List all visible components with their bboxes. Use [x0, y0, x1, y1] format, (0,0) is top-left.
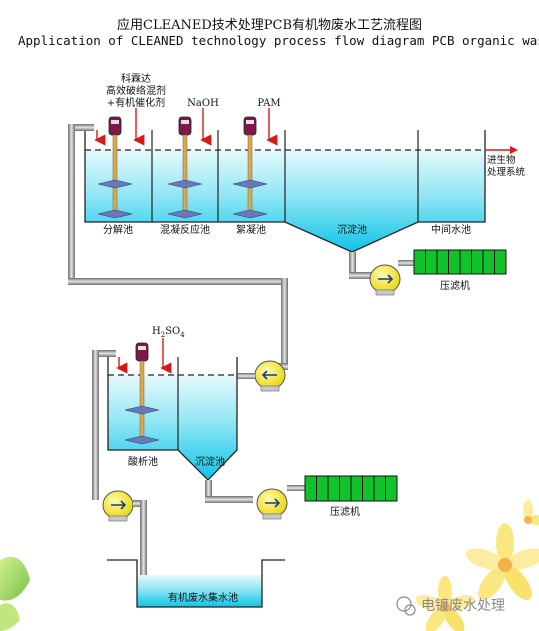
label-filter-press-lower: 压滤机 [330, 505, 360, 518]
watermark-text: 电镀废水处理 [421, 597, 505, 614]
collect-tank-outline [107, 559, 285, 608]
inlet-pipe-v [68, 124, 75, 284]
collect-water [137, 575, 262, 607]
label-middle-tank: 中间水池 [431, 223, 471, 236]
label-kelinda-3: +有机催化剂 [107, 96, 165, 109]
outlet-arrow-head [510, 146, 518, 154]
filter-press-lower [304, 475, 398, 502]
press-feed-pipe [398, 260, 414, 266]
label-to-bio-1: 进生物 [487, 154, 516, 166]
filter-press-upper [413, 249, 507, 275]
pump-upper [369, 264, 401, 296]
lower-tank-outline [107, 357, 238, 481]
label-naoh: NaOH [187, 98, 219, 109]
label-kelinda-1: 科霖达 [121, 72, 151, 85]
label-acid-tank: 酸析池 [128, 455, 158, 468]
inlet-pipe-h [68, 124, 94, 131]
transfer-pipes [68, 278, 288, 392]
wechat-watermark: 电镀废水处理 [396, 596, 505, 616]
decorative-flower-icon [0, 500, 539, 631]
settle-outlet-pipe [349, 252, 356, 278]
label-settle-tank-upper: 沉淀池 [337, 223, 367, 236]
mixer-floc [232, 116, 268, 219]
label-collect-tank: 有机废水集水池 [168, 591, 238, 604]
wechat-icon [396, 596, 412, 612]
label-kelinda-2: 高效破络混剂 [106, 84, 166, 97]
mixer-acid [124, 342, 160, 445]
label-filter-press-upper: 压滤机 [440, 279, 470, 292]
label-floc-tank: 絮凝池 [236, 223, 266, 236]
title-english: Application of CLEANED technology proces… [18, 33, 539, 48]
lower-treatment-line: H2SO4 [92, 326, 398, 608]
label-coag-react-tank: 混凝反应池 [160, 223, 210, 236]
upper-treatment-line: 科霖达 高效破络混剂 +有机催化剂 NaOH PAM 分解池 混凝反应池 絮凝池… [68, 72, 526, 296]
label-h2so4: H2SO4 [152, 326, 185, 339]
label-to-bio-2: 处理系统 [487, 166, 526, 178]
mixer-coag [167, 116, 203, 219]
sludge-pipe-h [349, 272, 379, 279]
mixer-decompose [97, 116, 133, 219]
pump-transfer [254, 360, 286, 392]
label-pam: PAM [257, 98, 280, 109]
pump-lower [256, 488, 288, 520]
pump-collect [102, 490, 134, 522]
title-chinese: 应用CLEANED技术处理PCB有机物废水工艺流程图 [117, 18, 422, 33]
label-decompose-tank: 分解池 [103, 223, 133, 236]
label-settle-tank-lower: 沉淀池 [195, 455, 225, 468]
